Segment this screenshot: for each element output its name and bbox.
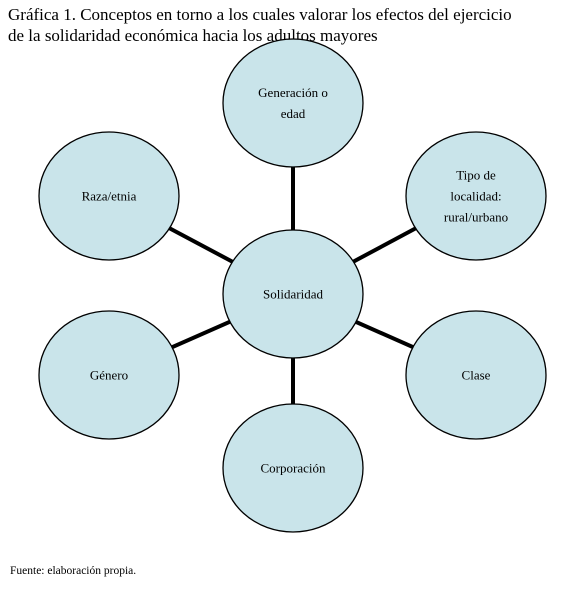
node-raza-etnia: Raza/etnia xyxy=(38,131,180,261)
node-corporacion: Corporación xyxy=(222,403,364,533)
node-label-raza-etnia-1: Raza/etnia xyxy=(82,189,137,204)
node-label-generacion-1: Generación o xyxy=(258,85,328,100)
node-label-clase-1: Clase xyxy=(462,368,491,383)
node-label-tipo-localidad-1: Tipo de xyxy=(456,168,496,183)
node-ellipse-clase xyxy=(405,310,547,440)
node-label-tipo-localidad-3: rural/urbano xyxy=(444,210,508,225)
node-ellipse-generacion xyxy=(222,38,364,168)
node-center-solidaridad: Solidaridad xyxy=(222,229,364,359)
node-label-corporacion-1: Corporación xyxy=(261,461,326,476)
node-ellipse-tipo-localidad xyxy=(405,131,547,261)
source-note: Fuente: elaboración propia. xyxy=(10,565,137,577)
node-label-tipo-localidad-2: localidad: xyxy=(450,189,501,204)
node-generacion: Generación o edad xyxy=(222,38,364,168)
node-ellipse-solidaridad xyxy=(222,229,364,359)
node-ellipse-raza-etnia xyxy=(38,131,180,261)
node-genero: Género xyxy=(38,310,180,440)
node-label-solidaridad-1: Solidaridad xyxy=(263,287,323,302)
node-clase: Clase xyxy=(405,310,547,440)
node-ellipse-genero xyxy=(38,310,180,440)
node-label-genero-1: Género xyxy=(90,368,128,383)
node-tipo-localidad: Tipo de localidad: rural/urbano xyxy=(405,131,547,261)
node-label-generacion-2: edad xyxy=(281,106,306,121)
figure-title-line-1: Gráfica 1. Conceptos en torno a los cual… xyxy=(8,5,512,24)
node-ellipse-corporacion xyxy=(222,403,364,533)
